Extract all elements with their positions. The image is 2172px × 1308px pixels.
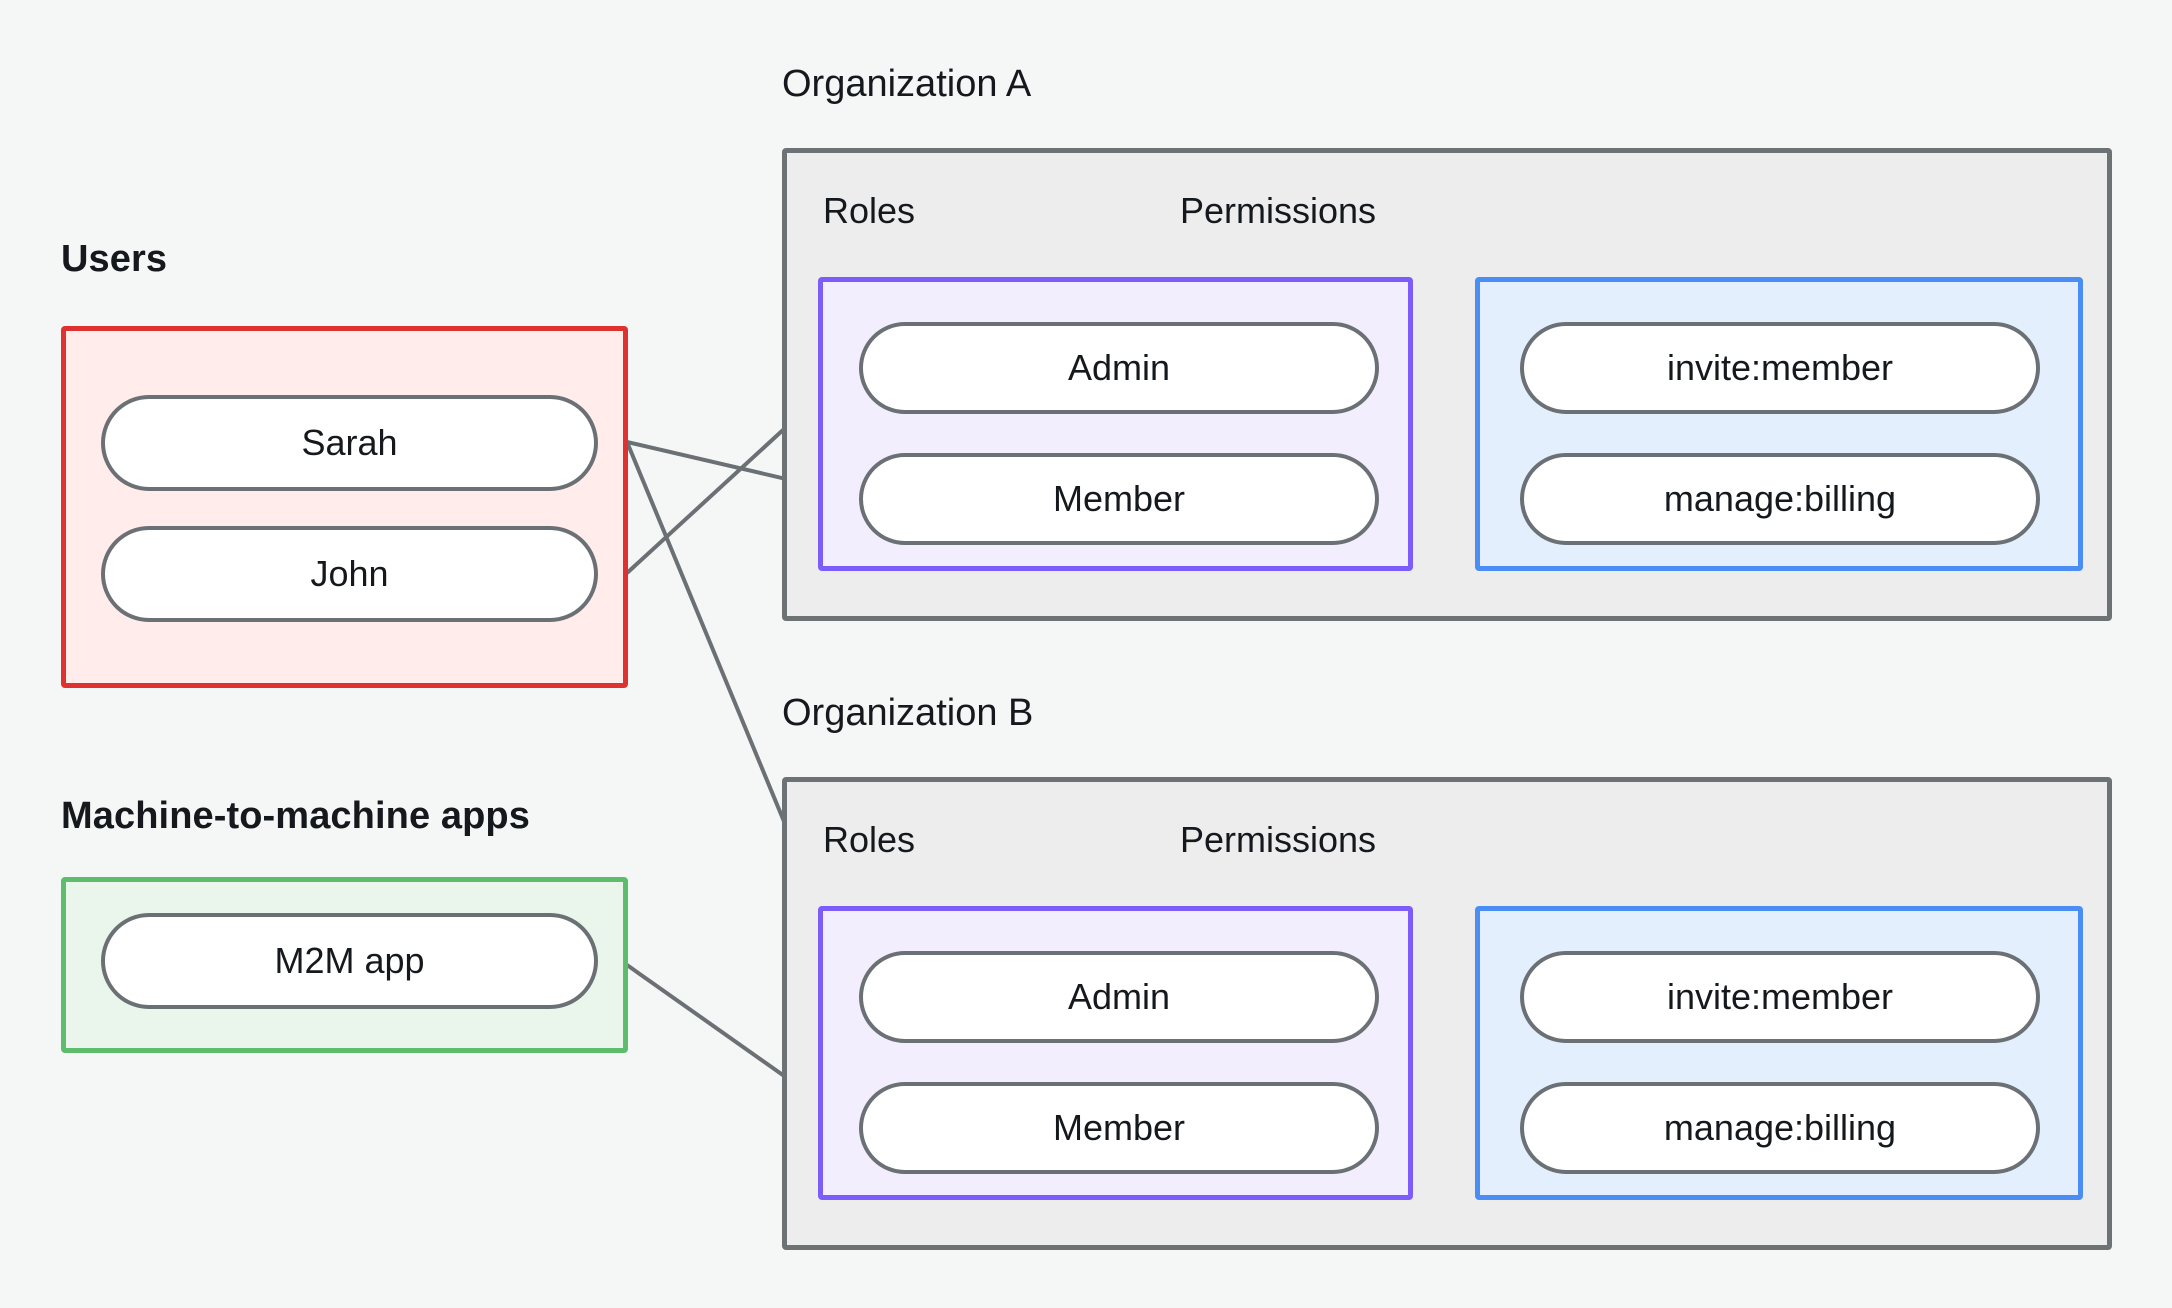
node-orgB-role-member[interactable]: Member (859, 1082, 1379, 1174)
organization-a-box: Roles Permissions Admin Member invite:me… (782, 148, 2112, 621)
m2m-group-box: M2M app (61, 877, 628, 1053)
organization-b-title: Organization B (782, 692, 1034, 734)
node-orgA-role-admin[interactable]: Admin (859, 322, 1379, 414)
users-group-box: Sarah John (61, 326, 628, 688)
m2m-group-title: Machine-to-machine apps (61, 795, 530, 837)
organization-b-roles-box: Admin Member (818, 906, 1413, 1200)
node-m2m-app[interactable]: M2M app (101, 913, 598, 1009)
organization-a-roles-box: Admin Member (818, 277, 1413, 571)
organization-a-permissions-label: Permissions (1180, 190, 1377, 231)
organization-b-permissions-box: invite:member manage:billing (1475, 906, 2083, 1200)
organization-b-permissions-label: Permissions (1180, 819, 1377, 860)
node-orgB-perm-invite-member[interactable]: invite:member (1520, 951, 2040, 1043)
node-orgA-perm-manage-billing[interactable]: manage:billing (1520, 453, 2040, 545)
users-group-title: Users (61, 238, 168, 280)
node-user-john[interactable]: John (101, 526, 598, 622)
node-user-sarah[interactable]: Sarah (101, 395, 598, 491)
node-orgA-role-member[interactable]: Member (859, 453, 1379, 545)
node-orgA-perm-invite-member[interactable]: invite:member (1520, 322, 2040, 414)
node-orgB-perm-manage-billing[interactable]: manage:billing (1520, 1082, 2040, 1174)
organization-a-permissions-box: invite:member manage:billing (1475, 277, 2083, 571)
organization-b-box: Roles Permissions Admin Member invite:me… (782, 777, 2112, 1250)
organization-b-roles-label: Roles (823, 819, 916, 860)
organization-a-roles-label: Roles (823, 190, 916, 231)
node-orgB-role-admin[interactable]: Admin (859, 951, 1379, 1043)
organization-a-title: Organization A (782, 63, 1032, 105)
